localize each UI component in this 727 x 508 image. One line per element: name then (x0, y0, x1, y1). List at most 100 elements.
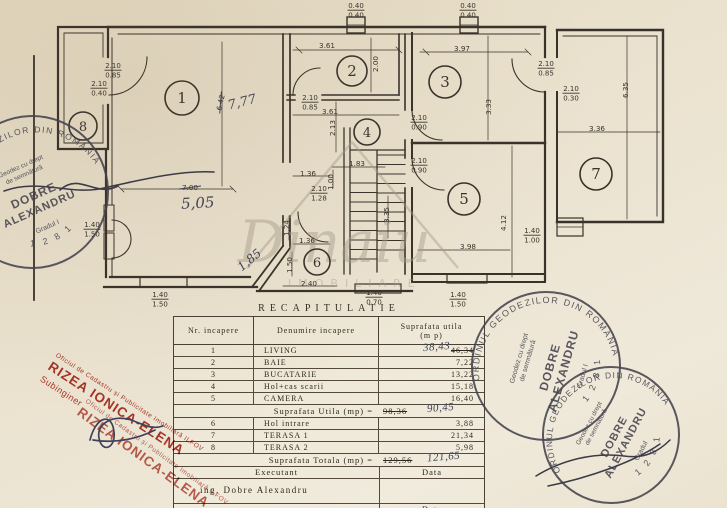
svg-text:3: 3 (440, 73, 450, 91)
printed-area-value: 129,56 (383, 455, 413, 465)
table-executant-row: ing. Dobre Alexandru (174, 479, 484, 504)
room-number-5: 5 (447, 182, 481, 216)
room-name-cell: BAIE (254, 357, 379, 368)
footer-data-cell: Data (379, 467, 484, 478)
printed-area-value: 16,40 (451, 394, 474, 403)
svg-text:1.50: 1.50 (152, 301, 168, 309)
col-header-area: Suprafata utila (m p) (400, 321, 463, 340)
svg-text:1.50: 1.50 (84, 231, 100, 239)
subtotal-value: 129,56 121,65 (379, 449, 484, 466)
room-index-cell: 5 (174, 393, 254, 404)
room-area-cell: 16,40 (379, 393, 484, 404)
dimension-pair-label: 2.101.28 (310, 185, 328, 203)
dimension-label: 6.35 (621, 82, 630, 98)
svg-text:5: 5 (459, 190, 469, 208)
room-area-cell: 7,22 (379, 357, 484, 368)
svg-text:2.10: 2.10 (411, 157, 427, 165)
dimension-label: 3.35 (382, 207, 391, 223)
room-name-cell: Hol+cas scarii (254, 381, 379, 392)
dimension-pair-label: 1.401.50 (449, 291, 467, 309)
dimension-pair-label: 2.10 0.85 (104, 62, 122, 80)
svg-text:2.10: 2.10 (105, 62, 121, 70)
room-index-cell: 1 (174, 345, 254, 356)
svg-text:2.10: 2.10 (538, 60, 554, 68)
room-number-6: 6 (303, 248, 331, 276)
dimension-label: 6.42 (214, 91, 227, 114)
staircase (343, 127, 406, 275)
svg-text:1.83: 1.83 (349, 159, 365, 168)
subtotal-label: Suprafata Utila (mp) = (273, 406, 373, 416)
handwritten-area-value: 121,65 (426, 449, 461, 465)
svg-text:2.00: 2.00 (371, 56, 380, 72)
svg-text:0.40: 0.40 (348, 2, 364, 10)
round-stamp-top-left: ORDINUL GEODEZILOR DIN ROMÂNIA Geodez cu… (0, 100, 109, 269)
room-area-cell: 15,18 (379, 381, 484, 392)
svg-text:0.30: 0.30 (563, 95, 579, 103)
svg-text:3.35: 3.35 (382, 207, 391, 223)
dimension-pair-label: 2.100.85 (537, 60, 555, 78)
dimension-label: 3.33 (484, 99, 493, 115)
printed-area-value: 98,36 (383, 406, 408, 416)
svg-text:1.40: 1.40 (84, 221, 100, 229)
col-header-nr: Nr. incapere (174, 317, 254, 344)
room-index-cell: 3 (174, 369, 254, 380)
dimension-pair-label: 0.400.40 (459, 2, 477, 20)
handwritten-correction: 7,77 (226, 92, 258, 114)
room-name-cell: CAMERA (254, 393, 379, 404)
room-area-cell: 21,34 (379, 430, 484, 441)
dimension-pair-label: 1.401.50 (151, 291, 169, 309)
room-name-cell: TERASA 2 (254, 442, 379, 453)
dimension-label: 7.00 (178, 183, 202, 192)
svg-text:0.90: 0.90 (411, 124, 427, 132)
svg-text:2.10: 2.10 (563, 85, 579, 93)
room-name-cell: Hol intrare (254, 418, 379, 429)
handwritten-correction: 5,05 (181, 193, 215, 213)
dimension-label: 1.24 (282, 220, 291, 236)
dimension-pair-label: 1.40 1.00 (523, 227, 541, 245)
footer-left-cell: Executant (255, 467, 298, 477)
dimension-pair-label: 2.100.40 (90, 80, 108, 98)
svg-text:0.85: 0.85 (105, 72, 121, 80)
table-subtotal-row: Suprafata Utila (mp) = 98,36 90,45 (174, 400, 484, 418)
printed-area-value: 21,34 (451, 431, 474, 440)
svg-text:1: 1 (177, 89, 187, 107)
footer-data-cell: Data (379, 504, 484, 508)
dimension-label: 2.40 (301, 279, 317, 288)
dimension-label: 3.36 (589, 124, 605, 133)
room-area-cell: 3,88 (379, 418, 484, 429)
watermark-label: IMOBILIARE (288, 277, 422, 290)
dimension-pair-label: 2.100.90 (410, 114, 428, 132)
svg-text:3.61: 3.61 (322, 107, 338, 116)
printed-area-value: 46,34 (451, 346, 474, 355)
table-box: Nr. incapere Denumire incapere Suprafata… (173, 316, 485, 508)
svg-text:1.00: 1.00 (326, 174, 335, 190)
dimension-label: 3.61 (322, 107, 338, 116)
svg-text:1.40: 1.40 (524, 227, 540, 235)
svg-text:2.10: 2.10 (311, 185, 327, 193)
round-stamp-right-upper: ORDINUL GEODEZILOR DIN ROMÂNIA Geodez cu… (459, 283, 621, 441)
dimension-label: 1.83 (349, 159, 365, 168)
dimension-label: 1.50 (285, 257, 294, 273)
svg-text:6.35: 6.35 (621, 82, 630, 98)
table-footer-row: Executant Data (174, 467, 484, 479)
svg-text:0.40: 0.40 (460, 2, 476, 10)
svg-text:1.36: 1.36 (299, 236, 315, 245)
svg-text:3.98: 3.98 (460, 242, 476, 251)
col-header-name: Denumire incapere (254, 317, 379, 344)
handwritten-area-value: 90,45 (426, 400, 455, 416)
handwritten-area-value: 38,43 (422, 339, 451, 355)
svg-text:3.36: 3.36 (589, 124, 605, 133)
dimension-pair-label: 2.10 0.30 (562, 85, 580, 103)
dimension-pair-label: 2.100.90 (410, 157, 428, 175)
svg-text:1.00: 1.00 (524, 237, 540, 245)
room-area-cell: 5,98 (379, 442, 484, 453)
